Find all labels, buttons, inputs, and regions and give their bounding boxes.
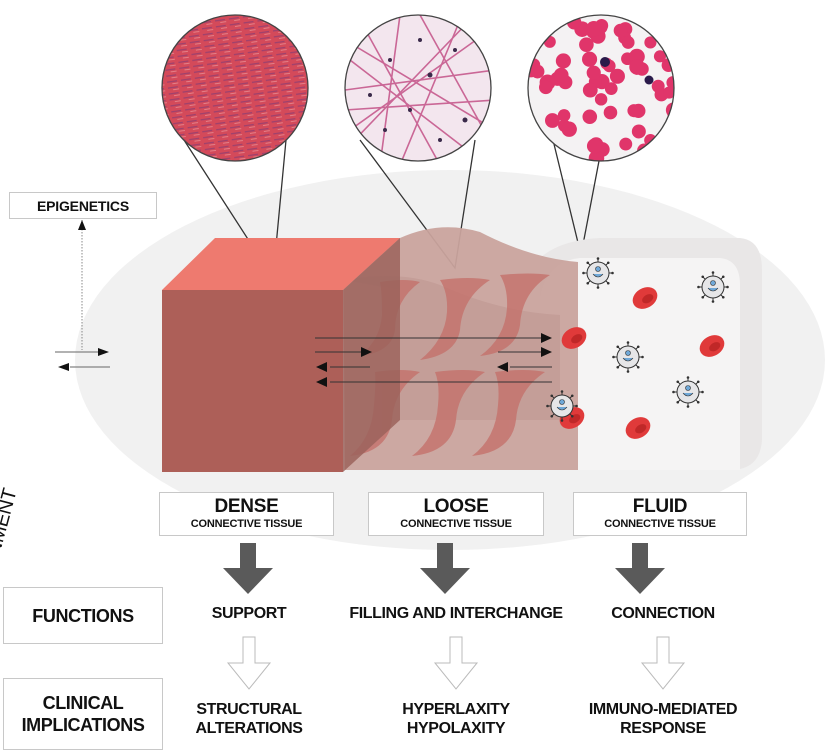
dense-clinical-line1: STRUCTURAL <box>196 701 302 718</box>
rbc-smear-cell <box>585 20 602 37</box>
rbc-smear-cell <box>538 80 553 95</box>
functions-label: FUNCTIONS <box>32 605 134 626</box>
white-blood-cell <box>546 390 578 422</box>
environment-arrows <box>55 217 110 371</box>
rbc-smear-cell <box>582 51 598 67</box>
fluid-tissue-box: FLUID CONNECTIVE TISSUE <box>573 492 747 536</box>
loose-clinical-line1: HYPERLAXITY <box>402 701 510 718</box>
red-blood-cell <box>625 417 651 439</box>
fluid-micrograph <box>528 15 674 161</box>
rbc-smear-cell <box>627 104 641 118</box>
rbc-smear-cell <box>603 105 618 120</box>
white-blood-cell <box>697 271 729 303</box>
dense-tissue-name: DENSE <box>214 496 279 517</box>
rbc-smear-cell <box>594 93 608 106</box>
rbc-smear-cell <box>644 36 657 49</box>
dense-clinical-line2: ALTERATIONS <box>195 720 303 737</box>
rbc-smear-cell <box>534 138 549 153</box>
rbc-smear-cell <box>666 76 674 90</box>
rbc-smear-cell <box>543 35 556 48</box>
rbc-smear-cell <box>619 137 633 151</box>
rbc-smear-cell <box>555 53 571 69</box>
rbc-smear-cell <box>621 36 635 49</box>
rbc-smear-cell <box>529 146 546 161</box>
fluid-clinical-line2: RESPONSE <box>620 720 706 737</box>
loose-micrograph <box>345 15 491 161</box>
rbc-smear-cell <box>557 109 571 122</box>
rbc-smear-cell <box>631 124 646 139</box>
rbc-smear-cell <box>544 113 560 128</box>
dense-function: SUPPORT <box>211 605 287 622</box>
rbc-smear-cell <box>588 150 605 161</box>
function-arrows <box>223 543 665 594</box>
rbc-smear-cell <box>530 64 545 79</box>
dense-tissue-subtitle: CONNECTIVE TISSUE <box>190 518 303 530</box>
white-blood-cell <box>612 341 644 373</box>
red-blood-cell <box>632 287 658 309</box>
red-blood-cell <box>699 335 725 357</box>
fluid-clinical-line1: IMMUNO-MEDIATED <box>588 701 738 718</box>
clinical-implications-box: CLINICAL IMPLICATIONS <box>3 678 163 750</box>
dense-tissue-box: DENSE CONNECTIVE TISSUE <box>159 492 334 536</box>
red-blood-cell <box>561 327 587 349</box>
loose-tissue-box: LOOSE CONNECTIVE TISSUE <box>368 492 544 536</box>
rbc-smear-cell <box>582 109 598 125</box>
rbc-smear-cell <box>663 86 674 99</box>
blood-cells <box>546 257 729 439</box>
rbc-smear-cell <box>535 145 549 159</box>
clinical-implications-line1: CLINICAL <box>42 693 124 713</box>
loose-tissue-subtitle: CONNECTIVE TISSUE <box>400 518 512 530</box>
fluid-tissue-name: FLUID <box>632 496 688 517</box>
rbc-smear-cell <box>586 138 602 154</box>
exchange-arrows <box>315 333 552 387</box>
white-blood-cell <box>672 376 704 408</box>
rbc-smear-cell <box>553 67 569 83</box>
functions-box: FUNCTIONS <box>3 587 163 644</box>
epigenetics-label: EPIGENETICS <box>37 197 129 214</box>
loose-tissue-name: LOOSE <box>423 496 489 517</box>
epigenetics-box: EPIGENETICS <box>9 192 157 219</box>
fluid-tissue-subtitle: CONNECTIVE TISSUE <box>604 518 716 530</box>
rbc-smear-cell <box>653 50 667 63</box>
dense-tissue-side <box>343 238 400 472</box>
rbc-smear-cell <box>582 82 598 98</box>
fluid-function: CONNECTION <box>611 605 715 622</box>
rbc-smear-cell <box>528 120 539 135</box>
white-blood-cell <box>582 257 614 289</box>
rbc-smear-cell <box>629 59 645 75</box>
dense-tissue-top <box>162 238 400 290</box>
rbc-smear-cell <box>662 144 674 161</box>
dense-tissue-front <box>162 290 343 472</box>
implication-arrows <box>226 636 686 690</box>
dense-micrograph <box>162 15 308 161</box>
loose-clinical-line2: HYPOLAXITY <box>406 720 506 737</box>
rbc-smear-cell <box>586 65 601 80</box>
rbc-smear-cell <box>561 121 577 137</box>
rbc-smear-cell <box>535 21 549 35</box>
loose-function: FILLING AND INTERCHANGE <box>349 605 563 622</box>
rbc-smear-cell <box>534 15 549 29</box>
rbc-smear-cell <box>609 68 625 84</box>
rbc-smear-cell <box>579 37 594 52</box>
rbc-smear-cell <box>613 23 628 38</box>
clinical-implications-line2: IMPLICATIONS <box>21 715 145 735</box>
